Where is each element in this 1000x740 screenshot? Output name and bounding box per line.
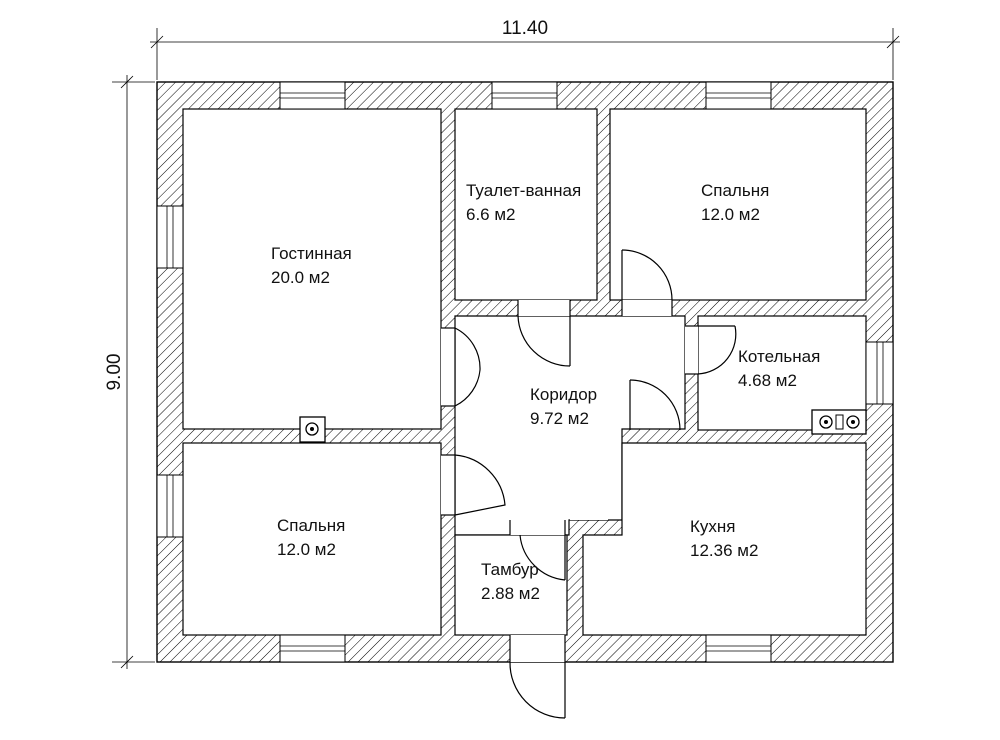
boiler-name: Котельная xyxy=(738,347,820,366)
door-boiler-swing xyxy=(697,325,737,375)
window-bath-top xyxy=(491,81,558,110)
window-bedroom-left xyxy=(156,474,184,538)
rooms xyxy=(182,108,867,636)
window-living-left xyxy=(156,205,184,269)
bath-area: 6.6 м2 xyxy=(466,205,516,224)
room-vestibule xyxy=(454,534,568,636)
room-kitchen xyxy=(582,442,867,636)
window-kitchen-bottom xyxy=(705,634,772,663)
door-living-swing xyxy=(454,327,481,407)
window-bedroom-top xyxy=(705,81,772,110)
fixtures xyxy=(299,409,867,443)
door-vestibule-inner-swing xyxy=(519,534,566,581)
bedroom-top-area: 12.0 м2 xyxy=(701,205,760,224)
windows xyxy=(156,81,894,663)
corridor-name: Коридор xyxy=(530,385,597,404)
dimension-height: 9.00 xyxy=(104,75,155,669)
kitchen-area: 12.36 м2 xyxy=(690,541,758,560)
room-bedroom-bottom xyxy=(182,442,442,636)
width-label: 11.40 xyxy=(502,18,548,39)
room-corridor-notch xyxy=(570,436,608,520)
dimension-width: 11.40 xyxy=(150,18,900,80)
vestibule-area: 2.88 м2 xyxy=(481,584,540,603)
boiler-area: 4.68 м2 xyxy=(738,371,797,390)
bedroom-bottom-area: 12.0 м2 xyxy=(277,540,336,559)
corridor-area: 9.72 м2 xyxy=(530,409,589,428)
height-label: 9.00 xyxy=(104,354,125,391)
window-boiler-right xyxy=(865,341,894,405)
living-area: 20.0 м2 xyxy=(271,268,330,287)
door-corridor-swing xyxy=(629,379,681,431)
bedroom-bottom-name: Спальня xyxy=(277,516,345,535)
door-bath-swing xyxy=(517,315,571,367)
room-living xyxy=(182,108,442,430)
room-labels: Гостинная 20.0 м2 Туалет-ванная 6.6 м2 С… xyxy=(271,181,820,603)
window-living-top xyxy=(279,81,346,110)
boiler-icon xyxy=(811,409,867,435)
room-bedroom-top xyxy=(609,108,867,301)
window-bedroom-bottom xyxy=(279,634,346,663)
bedroom-top-name: Спальня xyxy=(701,181,769,200)
door-bedroom-top-swing xyxy=(621,249,673,301)
doors xyxy=(441,249,737,719)
door-bedroom-bottom-swing xyxy=(454,454,506,516)
vestibule-name: Тамбур xyxy=(481,560,539,579)
kitchen-name: Кухня xyxy=(690,517,736,536)
door-entrance-swing xyxy=(509,661,566,719)
living-name: Гостинная xyxy=(271,244,352,263)
bath-name: Туалет-ванная xyxy=(466,181,581,200)
